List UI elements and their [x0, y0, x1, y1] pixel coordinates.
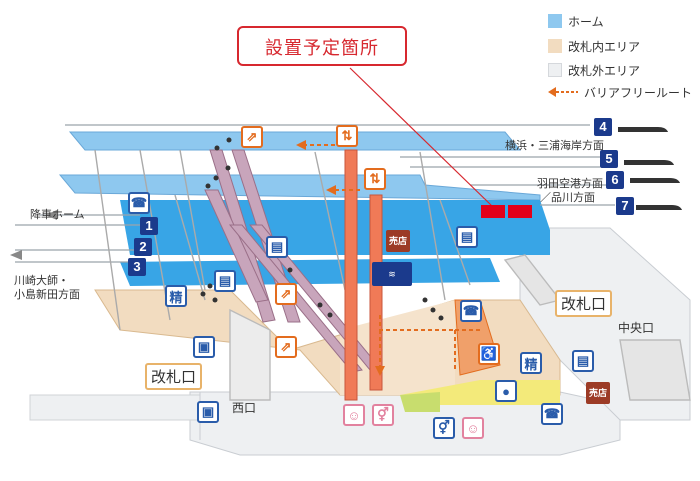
store-sign-icon: ≋ — [372, 262, 412, 286]
ticket-gate-east: 改札口 — [555, 290, 613, 317]
outside-area-west — [29, 394, 201, 421]
platform-number-2: 2 — [134, 238, 152, 256]
atm-icon: ▣ — [197, 401, 219, 423]
telephone-icon: ☎ — [460, 300, 482, 322]
install-marker — [481, 205, 505, 218]
ticket-machine-icon: ▤ — [572, 350, 594, 372]
platform-number-6: 6 — [606, 171, 624, 189]
baby-care-icon: ☺ — [462, 417, 484, 439]
platform-lower — [120, 258, 500, 286]
legend-item-platform: ホーム — [548, 13, 604, 29]
legend-swatch — [548, 63, 562, 77]
platform-number-7: 7 — [616, 197, 634, 215]
shop-icon: 売店 — [386, 230, 410, 252]
direction-haneda: 羽田空港方面 — [537, 178, 603, 190]
elevator-icon: ⇅ — [364, 168, 386, 190]
direction-kojima: 小島新田方面 — [14, 289, 80, 301]
train-icon — [618, 127, 682, 210]
structure — [94, 149, 691, 401]
ticket-machine-icon: ▤ — [266, 236, 288, 258]
platform-upper — [68, 131, 522, 151]
wheelchair-icon: ♿ — [478, 343, 500, 365]
install-location-callout: 設置予定箇所 — [237, 26, 407, 66]
escalator-icon: ⇗ — [275, 336, 297, 358]
route-arrow — [326, 185, 336, 195]
exit-west: 西口 — [232, 401, 257, 415]
install-marker — [508, 205, 532, 218]
route-arrow — [375, 366, 385, 376]
direction-kawasaki: 川崎大師・ — [14, 275, 69, 287]
legend-item-outside: 改札外エリア — [548, 62, 640, 78]
baby-care-icon: ☺ — [343, 404, 365, 426]
legend-label: 改札内エリア — [568, 39, 641, 54]
platform-number-4: 4 — [594, 118, 612, 136]
route-legend-icon — [548, 87, 578, 97]
green-zone — [400, 392, 440, 412]
legend-item-inside: 改札内エリア — [548, 38, 640, 54]
callout-leader — [349, 67, 493, 207]
elevator-shaft — [369, 194, 383, 391]
escalator-icon: ⇗ — [241, 126, 263, 148]
legend-label: 改札外エリア — [568, 63, 641, 78]
platform-middle — [58, 174, 541, 201]
information-icon: ● — [495, 380, 517, 402]
telephone-icon: ☎ — [541, 403, 563, 425]
elevator-icon: ⇅ — [336, 125, 358, 147]
escalator-icon: ⇗ — [275, 283, 297, 305]
restroom-icon: ⚥ — [372, 404, 394, 426]
atm-icon: ▣ — [193, 336, 215, 358]
platform-number-3: 3 — [128, 258, 146, 276]
legend-label: ホーム — [568, 14, 604, 29]
shop-icon: 売店 — [586, 382, 610, 404]
tracks — [15, 124, 615, 263]
direction-shinagawa: ／品川方面 — [540, 192, 595, 204]
direction-yokohama: 横浜・三浦海岸方面 — [505, 140, 604, 152]
outside-area — [189, 391, 621, 456]
platform-number-5: 5 — [600, 150, 618, 168]
direction-arrow — [10, 250, 22, 260]
arrival-platform-label: 降車ホーム — [30, 209, 85, 221]
exit-central: 中央口 — [618, 321, 655, 335]
legend-swatch — [548, 39, 562, 53]
legend-label: バリアフリールート — [584, 85, 693, 100]
telephone-icon: ☎ — [128, 192, 150, 214]
elevator-shaft — [344, 149, 358, 401]
direction-arrow — [45, 210, 57, 220]
fare-adjustment-icon: 精 — [165, 285, 187, 307]
legend-item-route: バリアフリールート — [548, 84, 692, 100]
inside-area-lower — [340, 300, 455, 395]
ticket-gate-west: 改札口 — [145, 363, 203, 390]
fare-adjustment-icon: 精 — [520, 352, 542, 374]
ticket-machine-icon: ▤ — [456, 226, 478, 248]
platform-number-1: 1 — [140, 217, 158, 235]
legend-swatch — [548, 14, 562, 28]
route-arrow — [296, 140, 306, 150]
restroom-icon: ⚥ — [433, 417, 455, 439]
ticket-machine-icon: ▤ — [214, 270, 236, 292]
